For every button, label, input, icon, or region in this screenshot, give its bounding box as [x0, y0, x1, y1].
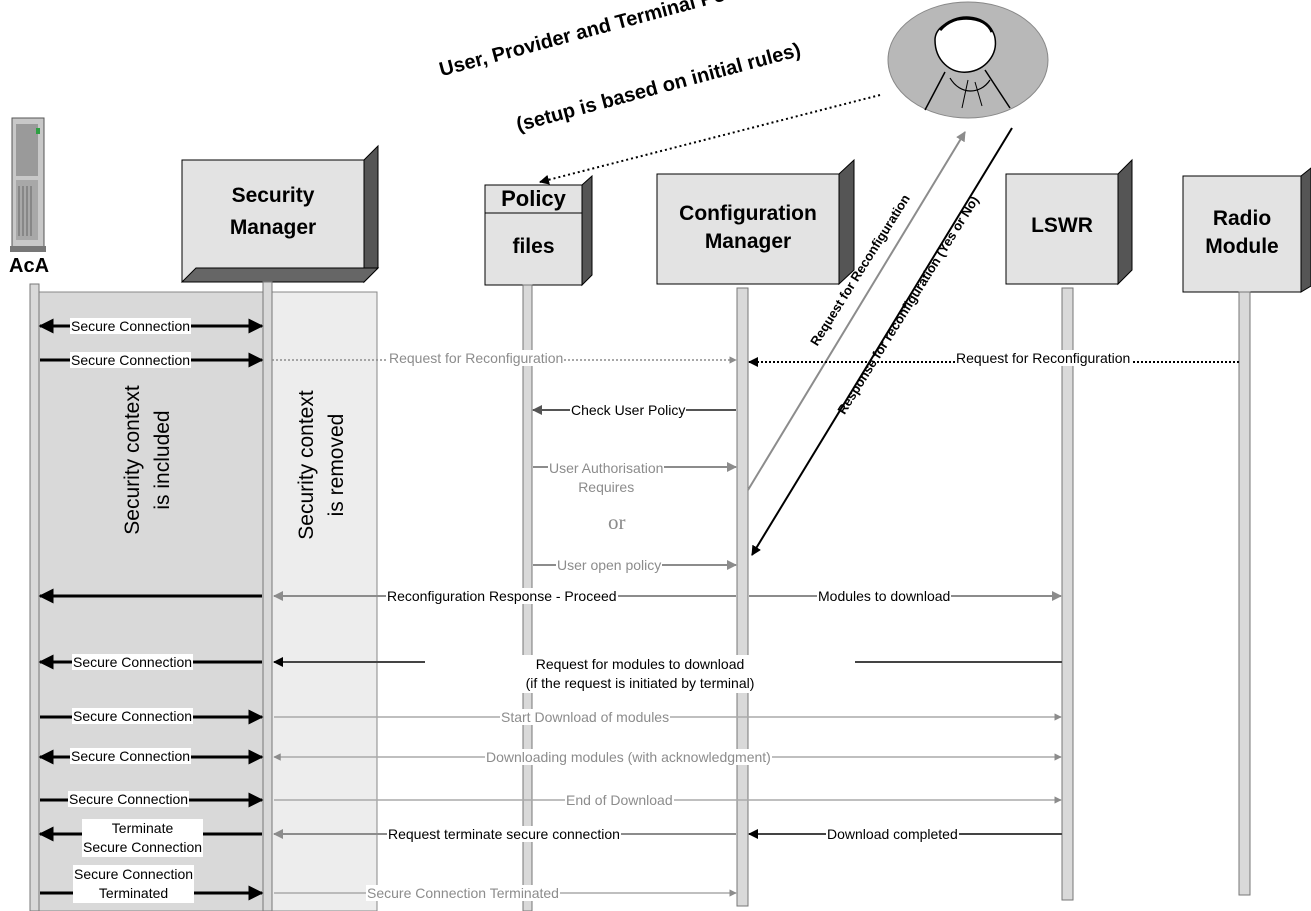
security-context-included-label: Security context is included — [118, 385, 178, 534]
request-modules-label: Request for modules to download (if the … — [425, 655, 855, 693]
security-context-removed-line2: is removed — [325, 413, 348, 517]
security-manager-line1: Security — [231, 184, 315, 207]
secure-connection-label-2: Secure Connection — [70, 352, 192, 368]
policy-files-label: files — [512, 235, 555, 258]
security-context-removed-label: Security context is removed — [292, 390, 352, 539]
annotation-arrow — [539, 94, 881, 185]
check-user-policy-label: Check User Policy — [570, 402, 687, 418]
secure-connection-label-3: Secure Connection — [72, 654, 194, 670]
download-completed-label: Download completed — [826, 826, 959, 842]
security-context-removed-line1: Security context — [295, 390, 318, 540]
lifeline-configuration-manager — [736, 287, 749, 907]
request-terminate-label: Request terminate secure connection — [387, 826, 621, 842]
secure-connection-terminated-grey-label: Secure Connection Terminated — [366, 885, 560, 901]
start-download-label: Start Download of modules — [500, 709, 671, 725]
security-manager-box — [180, 144, 380, 284]
request-modules-line1: Request for modules to download — [535, 656, 745, 672]
secure-connection-terminated-line1: Secure Connection — [74, 866, 194, 882]
lifeline-aca — [29, 283, 40, 911]
security-context-included-panel — [34, 291, 266, 911]
lswr-box — [1005, 158, 1133, 286]
security-manager-label: Security Manager — [182, 180, 364, 244]
lifeline-radio-module — [1238, 291, 1251, 896]
user-open-policy-label: User open policy — [556, 557, 663, 573]
secure-connection-label-4: Secure Connection — [72, 708, 194, 724]
terminate-label: Terminate Secure Connection — [82, 819, 204, 857]
configuration-manager-line2: Manager — [704, 230, 792, 253]
lifeline-security-manager — [262, 281, 273, 911]
modules-to-download-label: Modules to download — [817, 588, 952, 604]
request-modules-line2: (if the request is initiated by terminal… — [525, 675, 755, 691]
diagonal-response-arrow — [751, 127, 1013, 556]
configuration-manager-label: Configuration Manager — [657, 200, 839, 256]
secure-connection-label-5: Secure Connection — [70, 748, 192, 764]
request-reconfiguration-grey-label: Request for Reconfiguration — [388, 350, 565, 366]
radio-module-line1: Radio — [1212, 207, 1272, 230]
request-reconfiguration-radio-label: Request for Reconfiguration — [955, 350, 1132, 366]
secure-connection-label-1: Secure Connection — [70, 318, 192, 334]
configuration-manager-box — [656, 158, 855, 286]
user-authorisation-line1: User Authorisation — [549, 460, 664, 476]
or-label: or — [608, 510, 626, 534]
server-icon — [10, 117, 46, 252]
radio-module-line2: Module — [1205, 235, 1279, 258]
terminate-line1: Terminate — [111, 820, 174, 836]
radio-module-box — [1182, 167, 1311, 293]
end-download-label: End of Download — [565, 792, 674, 808]
lswr-label: LSWR — [1031, 214, 1093, 237]
secure-connection-label-6: Secure Connection — [68, 791, 190, 807]
lifeline-lswr — [1061, 287, 1074, 901]
terminate-line2: Secure Connection — [83, 839, 203, 855]
policy-files-box — [484, 174, 593, 287]
downloading-modules-label: Downloading modules (with acknowledgment… — [485, 749, 772, 765]
configuration-manager-line1: Configuration — [679, 202, 817, 225]
security-manager-line2: Manager — [229, 216, 317, 239]
security-context-removed-panel — [264, 291, 378, 911]
user-illustration — [887, 1, 1049, 119]
user-authorisation-line2: Requires — [578, 479, 635, 495]
aca-label: AcA — [9, 255, 50, 277]
secure-connection-terminated-label: Secure Connection Terminated — [73, 865, 195, 903]
security-context-included-line2: is included — [151, 410, 174, 510]
radio-module-label: Radio Module — [1183, 205, 1301, 261]
policy-header-label: Policy — [501, 186, 566, 211]
secure-connection-terminated-line2: Terminated — [98, 885, 169, 901]
reconfiguration-response-label: Reconfiguration Response - Proceed — [386, 588, 618, 604]
security-context-included-line1: Security context — [121, 385, 144, 535]
diagonal-request-arrow — [747, 131, 966, 491]
user-authorisation-label: User Authorisation Requires — [548, 459, 665, 497]
